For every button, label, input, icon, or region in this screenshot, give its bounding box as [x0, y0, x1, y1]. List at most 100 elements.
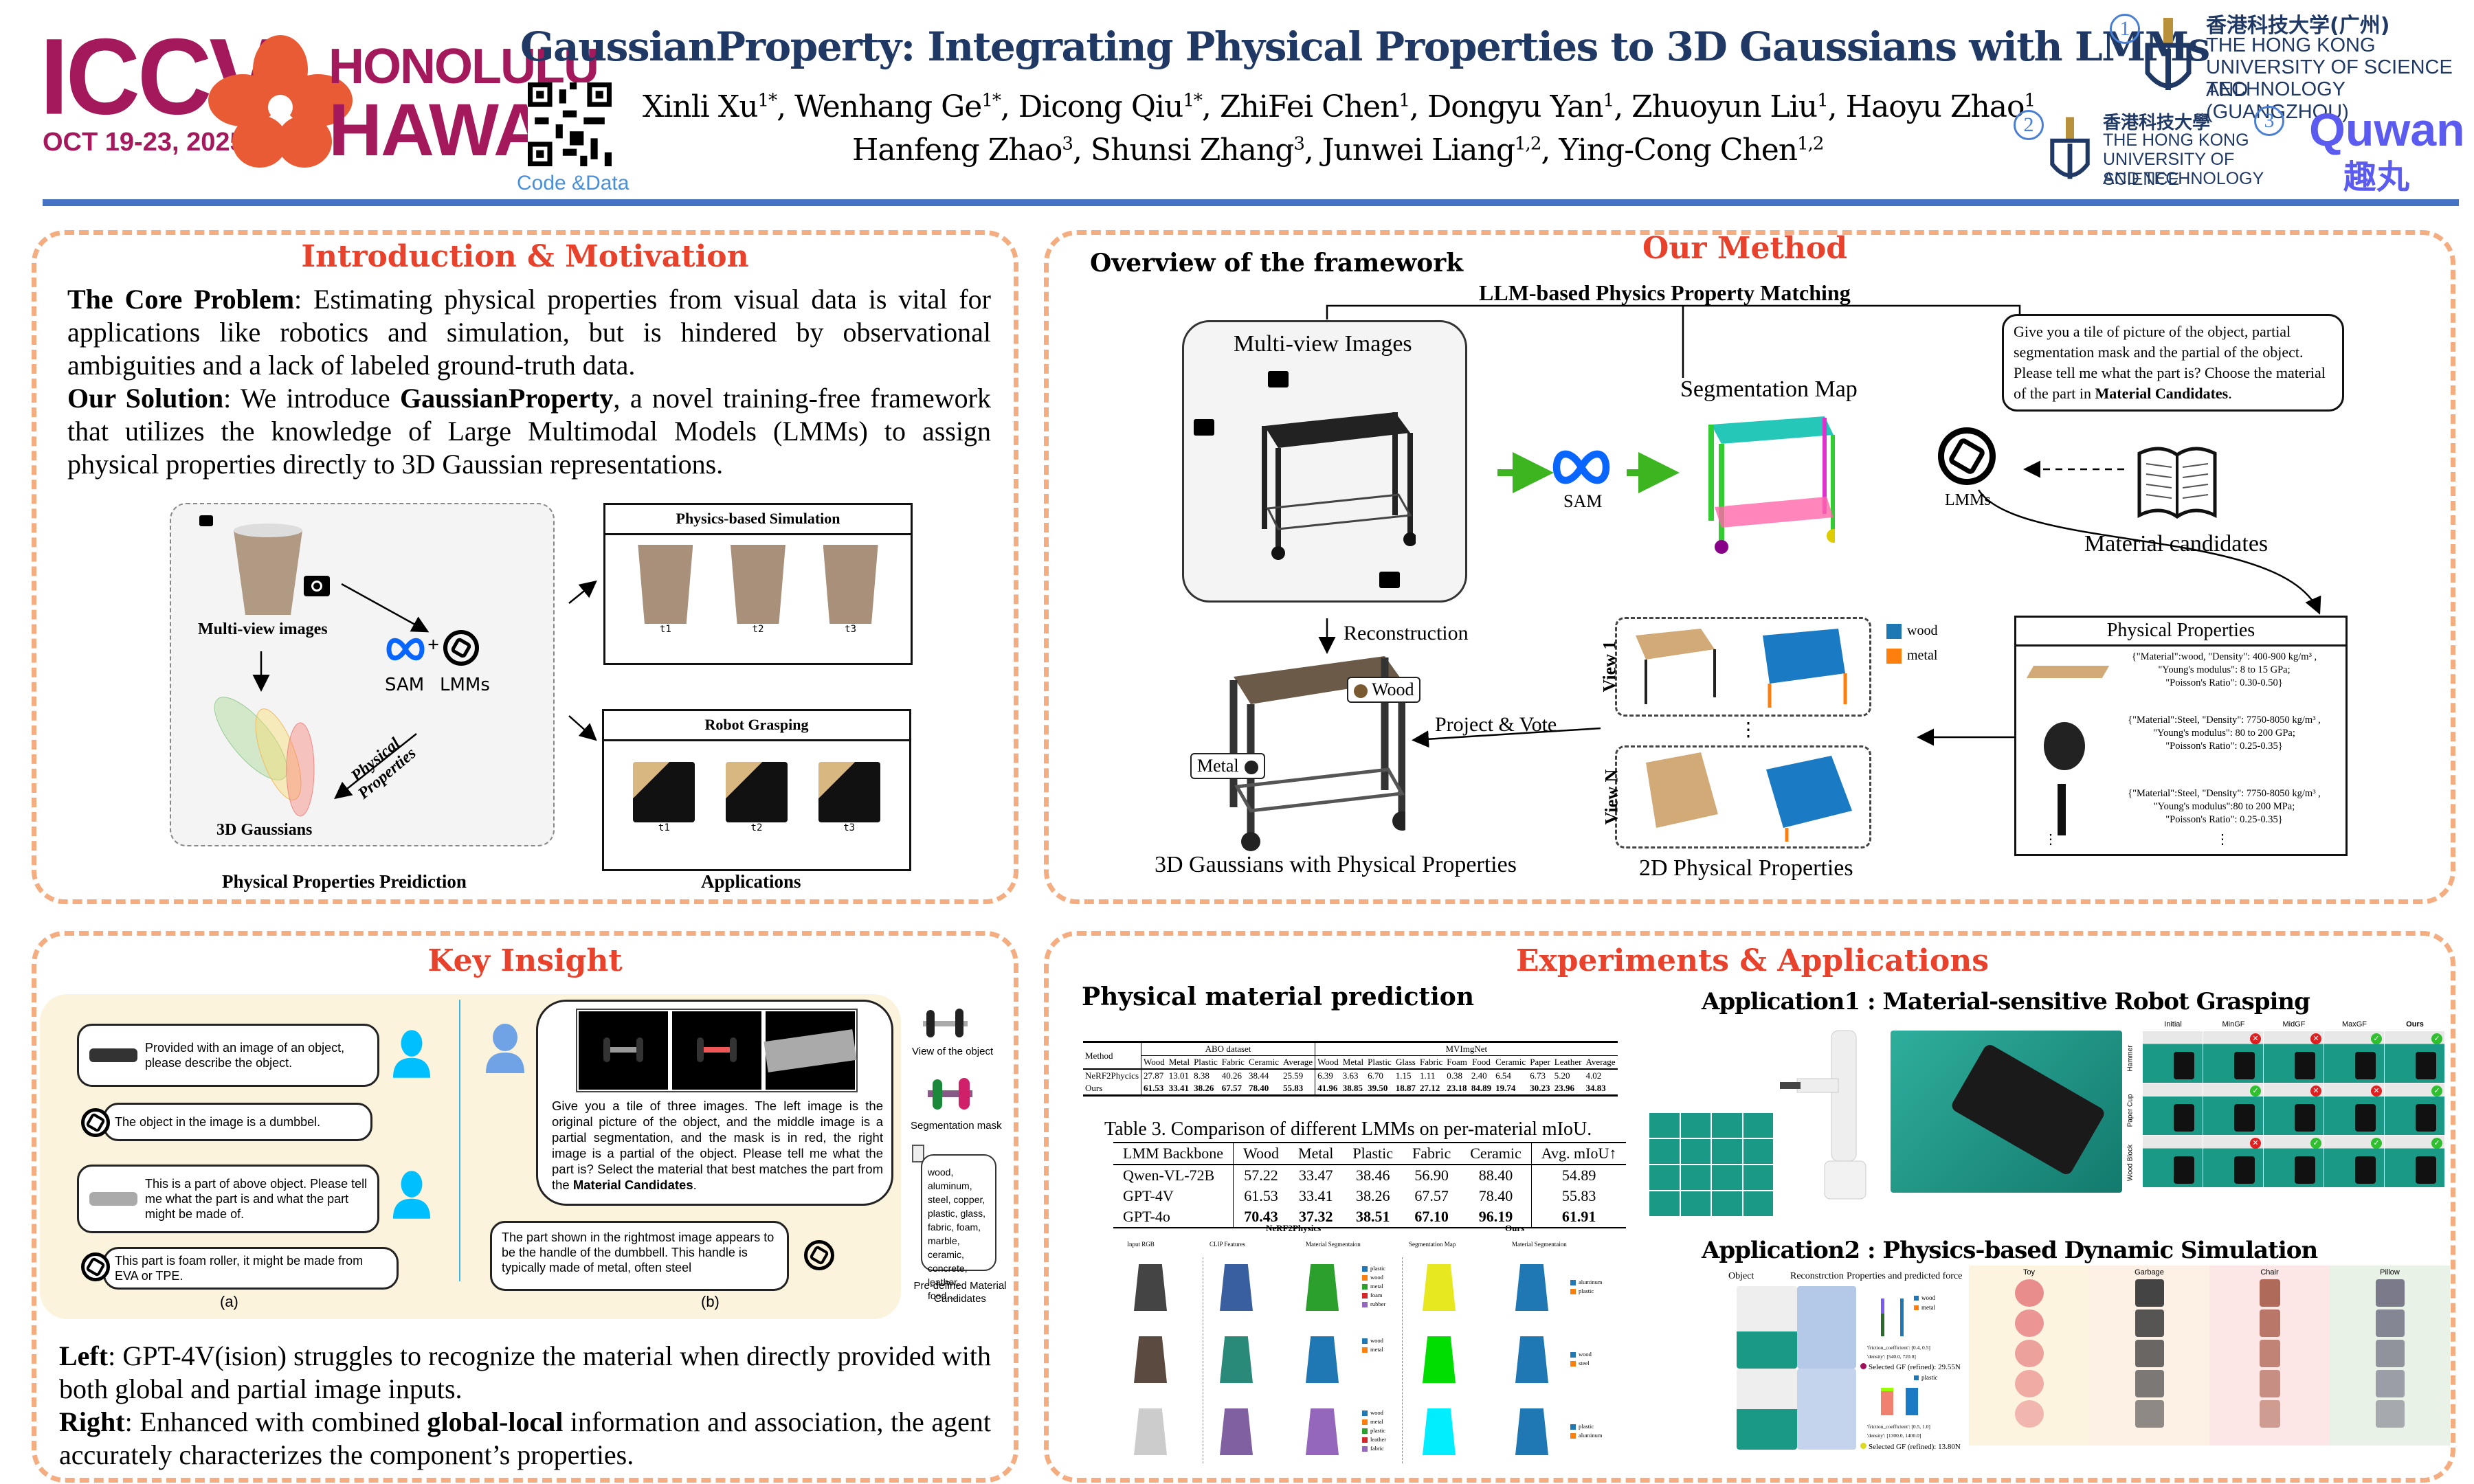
table-group-header: ABO dataset [1141, 1042, 1316, 1056]
grasp-row-label: Paper Cup [2126, 1094, 2135, 1127]
simulation-frame [2135, 1309, 2164, 1337]
hammer-photo [1737, 1286, 1797, 1369]
author-name: Haoyu Zhao [1845, 89, 2025, 124]
segmentation-object-image [1515, 1264, 1548, 1311]
lmms-label: LMMs [1945, 491, 1991, 509]
grasp-trial-image: ✓ [2203, 1083, 2263, 1135]
hkust-shield-icon [2145, 18, 2192, 90]
intro-heading: Introduction & Motivation [301, 239, 749, 274]
author-affiliation-sup: 1 [1398, 90, 1410, 111]
author-affiliation-sup: 1* [757, 90, 778, 111]
legend-swatch [1570, 1433, 1576, 1439]
metal-tag: Metal [1190, 753, 1265, 779]
wood-tag-label: Wood [1372, 679, 1414, 699]
value-cell: 30.23 [1530, 1083, 1550, 1093]
legend-swatch [1362, 1266, 1368, 1272]
legend-label: plastic [1579, 1423, 1594, 1430]
table3-caption: Table 3. Comparison of different LMMs on… [1104, 1118, 1592, 1140]
ellipsis: ⋮ [2216, 832, 2229, 847]
value-cell: 19.74 [1495, 1083, 1516, 1093]
table-col-header: Fabric [1221, 1057, 1245, 1067]
affiliation-en: UNIVERSITY OF SCIENCE [2103, 150, 2235, 189]
value-cell: 39.50 [1368, 1083, 1388, 1093]
poster-title: GaussianProperty: Integrating Physical P… [520, 23, 2210, 70]
table-col-header: Metal [1168, 1057, 1190, 1067]
legend-item: wood [1886, 618, 1937, 643]
segmentation-object-image [1423, 1336, 1456, 1383]
segmentation-object-image [1134, 1264, 1167, 1311]
grasp-col-header: MinGF [2222, 1020, 2245, 1028]
reconstruction-label: Reconstruction [1344, 622, 1469, 644]
table-col-header: Plastic [1194, 1057, 1218, 1067]
legend-swatch [1362, 1437, 1368, 1443]
backbone-cell: GPT-4o [1113, 1206, 1234, 1228]
simulation-title: Physics-based Simulation [605, 505, 911, 535]
affiliation-hkust: 2 香港科技大學 THE HONG KONG UNIVERSITY OF SCI… [2014, 104, 2288, 194]
ours-title: Ours [1505, 1223, 1525, 1233]
quwan-logo: Quwan [2309, 104, 2465, 156]
openai-icon [81, 1252, 110, 1281]
success-check-icon: ✓ [2371, 1033, 2382, 1044]
segmentation-object-image [1220, 1264, 1253, 1311]
value-cell: 18.87 [1395, 1083, 1416, 1093]
segmentation-object-image [1515, 1408, 1548, 1455]
simulation-frame [2375, 1370, 2405, 1397]
robot-grasp-image [725, 762, 788, 822]
insight-panel [32, 931, 1018, 1483]
author-affiliation-sup: 1 [1817, 90, 1829, 111]
method-heading: Our Method [1642, 231, 1847, 266]
legend-label: fabric [1370, 1445, 1384, 1452]
experiments-panel [1044, 931, 2455, 1483]
simulation-frame [2259, 1340, 2280, 1367]
grasp-col-header: Initial [2164, 1020, 2182, 1028]
prompt-text-end: . [2228, 385, 2232, 402]
success-check-icon: ✓ [2371, 1138, 2382, 1149]
problem-text: : Estimating physical properties from vi… [67, 284, 992, 381]
legend-label: metal [1370, 1346, 1383, 1353]
multiview-label: Multi-view images [198, 620, 328, 638]
legend-label: metal [1907, 648, 1938, 663]
legend-swatch [1362, 1302, 1368, 1308]
gpt-message-bubble: This part is foam roller, it might be ma… [103, 1247, 399, 1290]
dumbbell-tile-images [576, 1009, 858, 1092]
table-col-header: Food [1472, 1057, 1491, 1067]
table-col-header: Metal [1298, 1145, 1334, 1162]
affiliation-en: AND TECHNOLOGY [2103, 169, 2264, 188]
simulation-col-label: Toy [2022, 1268, 2036, 1277]
value-cell: 57.22 [1244, 1167, 1278, 1184]
part-image [2026, 666, 2110, 678]
message-text: Provided with an image of an object, ple… [145, 1041, 345, 1070]
table-col-header: Leather [1554, 1057, 1582, 1067]
property-entry: {"Material":Steel, "Density": 7750-8050 … [2106, 787, 2343, 827]
vertical-ellipsis: ⋮ [1739, 719, 1758, 741]
property-entry: {"Material":Steel, "Density": 7750-8050 … [2106, 714, 2343, 753]
table-col-header: Average [1281, 1055, 1316, 1069]
legend-label: wood [1579, 1351, 1592, 1358]
value-cell: 55.83 [1561, 1187, 1596, 1204]
simulation-frame [2375, 1309, 2405, 1337]
value-cell: 23.18 [1447, 1083, 1467, 1093]
app1-title: Application1 : Material-sensitive Robot … [1702, 988, 2310, 1015]
paper-cup-image [823, 545, 878, 624]
intro-figure: Multi-view images + SAM LMMs Physical Pr… [165, 495, 921, 900]
grasp-trial-image: ✓ [2324, 1031, 2384, 1083]
value-cell: 6.73 [1530, 1070, 1546, 1081]
simulation-frame [2135, 1340, 2164, 1367]
value-cell: 67.57 [1221, 1083, 1242, 1093]
legend-item: metal [1886, 643, 1937, 668]
code-data-link[interactable]: Code &Data [517, 172, 629, 194]
segmentation-object-image [1134, 1408, 1167, 1455]
table-group-header: MVImgNet [1315, 1042, 1618, 1056]
qr-code[interactable] [528, 82, 612, 166]
legend-swatch [1362, 1446, 1368, 1452]
affiliation-cn: 香港科技大学(广州) [2206, 14, 2390, 38]
grasp-trial-image: ✓ [2324, 1136, 2384, 1187]
prop-line: 'density': [540.0, 720.0] [1867, 1353, 1916, 1360]
legend-label: plastic [1921, 1374, 1938, 1381]
camera-icon [1379, 572, 1400, 588]
simulation-frame [2375, 1400, 2405, 1428]
value-cell: 6.70 [1368, 1070, 1383, 1081]
predefined-label: Pre-defined Material Candidates [913, 1280, 1007, 1305]
ellipsis: ⋮ [2044, 832, 2058, 847]
header-divider [43, 199, 2459, 206]
